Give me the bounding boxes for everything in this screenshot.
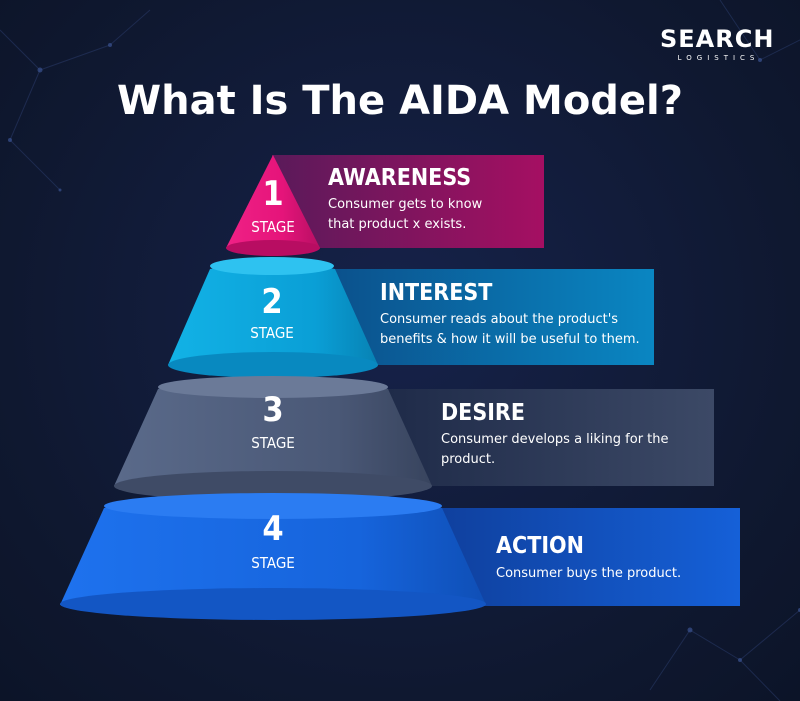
stage-4-cone-base: [60, 588, 486, 620]
stage-4-label: STAGE: [251, 554, 295, 572]
stage-4-cone-top: [104, 493, 442, 519]
stage-2-cone-top: [210, 257, 334, 275]
stage-2-title: INTEREST: [380, 280, 493, 306]
stage-3-title: DESIRE: [441, 400, 525, 426]
page-title: What Is The AIDA Model?: [117, 78, 683, 124]
stage-4-title: ACTION: [496, 533, 584, 559]
stage-1-cone: [226, 155, 320, 248]
stage-3-cone-top: [158, 376, 388, 398]
stage-1-title: AWARENESS: [328, 165, 472, 191]
logo-wordmark: SEARCH: [660, 25, 775, 53]
stage-3-cone-base: [114, 471, 432, 501]
stage-2-number: 2: [261, 282, 282, 322]
stage-4-panel: [432, 508, 740, 606]
stage-4-description: Consumer buys the product.: [496, 566, 682, 581]
stage-4-cone: [60, 500, 486, 605]
stage-3-number: 3: [262, 390, 283, 430]
stage-3-cone: [114, 382, 432, 486]
stage-4-number: 4: [262, 509, 283, 549]
stage-1-description: Consumer gets to know that product x exi…: [328, 197, 483, 232]
stage-2-panel: [320, 269, 654, 365]
stage-1-panel: [272, 155, 544, 248]
stage-3-description: Consumer develops a liking for the produ…: [441, 432, 669, 467]
stage-1-cone-base: [226, 240, 320, 256]
stage-2-description: Consumer reads about the product's benef…: [380, 312, 640, 347]
search-logistics-logo: SEARCH LOGISTICS: [660, 25, 775, 63]
logo-tagline: LOGISTICS: [677, 54, 760, 62]
stage-3-label: STAGE: [251, 434, 295, 452]
stage-1-label: STAGE: [251, 218, 295, 236]
stage-3-panel: [378, 389, 714, 486]
stage-2-cone: [168, 262, 378, 365]
stage-2-cone-base: [168, 352, 378, 378]
stage-1-number: 1: [262, 174, 283, 214]
stage-2-label: STAGE: [250, 324, 294, 342]
